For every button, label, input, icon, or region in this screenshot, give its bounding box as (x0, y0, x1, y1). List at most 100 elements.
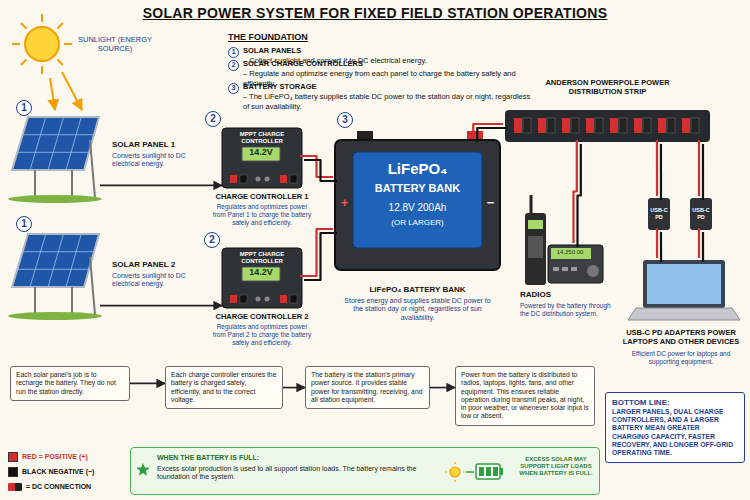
distribution-strip (505, 110, 710, 142)
sun-label: SUNLIGHT (ENERGY SOURCE) (72, 35, 158, 54)
connector-path (702, 144, 704, 200)
legend-text: BLACK NEGATIVE (−) (22, 468, 94, 475)
node-text: Regulates and optimizes power from Panel… (210, 323, 314, 346)
node-text: WHEN THE BATTERY IS FULL: (157, 454, 437, 462)
process-box: Each solar panel's job is to recharge th… (10, 366, 130, 401)
node-text: Powered by the battery through the DC di… (520, 302, 620, 318)
section-heading: THE FOUNDATION (228, 32, 308, 43)
flow-arrow (283, 387, 305, 388)
node-text: Stores energy and supplies stable DC pow… (340, 297, 495, 322)
flow-arrow (100, 185, 222, 186)
item-heading: SOLAR CHARGE CONTROLLERS (243, 59, 532, 69)
legend-text: = DC CONNECTION (26, 483, 91, 490)
battery (335, 131, 500, 270)
power-wire (473, 124, 507, 142)
node-text: 14.250.00 (552, 249, 588, 256)
flow-arrow (130, 383, 165, 384)
node-text: USB-C PD ADAPTERS POWER LAPTOPS AND OTHE… (619, 328, 743, 346)
node-text: ANDERSON POWERPOLE POWER DISTRIBUTION ST… (545, 78, 670, 96)
power-wire (699, 228, 703, 262)
flow-arrow (100, 305, 222, 306)
node-text: − (484, 195, 497, 211)
power-wire (300, 156, 337, 181)
sun (12, 14, 72, 74)
charge-controller (222, 248, 302, 308)
node-text: USB-C PD (649, 207, 669, 220)
power-wire (657, 140, 661, 200)
node-text: SOLAR PANEL 1 (112, 140, 212, 150)
legend-row: BLACK NEGATIVE (−) (8, 464, 94, 479)
connector-path (477, 128, 507, 142)
node-text: Power from the battery is distributed to… (461, 371, 589, 421)
node-text: Each solar panel's job is to recharge th… (16, 371, 124, 396)
callout-number: 1 (228, 47, 239, 58)
connector-path (300, 229, 333, 276)
node-text: LiFePO₄ BATTERY BANK (335, 285, 500, 295)
connector-path (702, 232, 704, 262)
usb-c-adapter: USB-C PD (690, 198, 712, 230)
power-wire (574, 140, 581, 247)
connector-path (283, 387, 305, 389)
foundation-item: BATTERY STORAGE– The LiFePO₄ battery sup… (243, 82, 535, 111)
node-text: Regulates and optimizes power from Panel… (210, 203, 314, 226)
base-radio (548, 245, 603, 283)
node-text: USB-C PD (691, 207, 711, 220)
connector-path (656, 140, 658, 196)
legend-row: = DC CONNECTION (8, 479, 94, 494)
power-wire (300, 229, 337, 280)
node-text: MPPT CHARGE CONTROLLER (224, 251, 300, 265)
callout-number: 3 (337, 112, 353, 128)
node-text: Excess solar production is used to all s… (157, 465, 437, 482)
process-box: Each charge controller ensures the batte… (165, 366, 283, 409)
callout-number: 2 (204, 232, 220, 248)
item-heading: BATTERY STORAGE (243, 82, 532, 92)
sunlight-arrow (50, 72, 82, 110)
callout-number: 1 (16, 216, 32, 232)
solar-panel: SOLAR PANEL 1Converts sunlight to DC ele… (8, 115, 100, 203)
legend-row: RED = POSITIVE (+) (8, 449, 94, 464)
usb-c-adapter: USB-C PD (648, 198, 670, 230)
summary-box: BOTTOM LINE:LARGER PANELS, DUAL CHARGE C… (605, 392, 745, 463)
connector-path (304, 233, 337, 280)
node-text: BOTTOM LINE: (612, 398, 738, 408)
node-text: MPPT CHARGE CONTROLLER (224, 131, 300, 145)
connector-path (100, 305, 222, 307)
node-text: BATTERY BANK (353, 182, 482, 195)
node-text: Converts sunlight to DC electrical energ… (112, 272, 212, 289)
charge-controller: MPPT CHARGE CONTROLLER14.2VCHARGE CONTRO… (222, 248, 302, 308)
connector-path (698, 228, 700, 258)
charge-controller (222, 128, 302, 188)
node-text: Efficient DC power for laptops and suppo… (619, 350, 743, 366)
legend-swatch (8, 467, 18, 477)
dc-connector-icon (8, 483, 22, 491)
flow-arrow (430, 387, 455, 388)
node-text: EXCESS SOLAR MAY SUPPORT LIGHT LOADS WHE… (516, 456, 596, 478)
handheld-radio (525, 195, 546, 285)
usb-c-adapter (648, 198, 712, 230)
connector-path (660, 232, 662, 262)
node-text: (OR LARGER) (353, 218, 482, 228)
item-text: – The LiFePO₄ battery supplies stable DC… (243, 92, 532, 112)
node-text: LARGER PANELS, DUAL CHARGE CONTROLLERS, … (612, 408, 738, 458)
laptop (628, 260, 740, 320)
connector-path (698, 140, 700, 196)
node-text: 14.2V (242, 267, 280, 278)
node-text: 14.2V (242, 147, 280, 158)
power-wire (699, 140, 703, 200)
connector-path (656, 228, 658, 258)
node-text: Each charge controller ensures the batte… (171, 371, 277, 404)
note-box: WHEN THE BATTERY IS FULL: Excess solar pr… (130, 447, 600, 495)
node-text: SOLAR PANEL 2 (112, 260, 212, 270)
solar-panel: SOLAR PANEL 2Converts sunlight to DC ele… (8, 232, 100, 324)
solar-panel (8, 117, 102, 203)
node-text: LiFePO₄ (353, 160, 482, 178)
connector-path (304, 160, 337, 181)
distribution-strip: ANDERSON POWERPOLE POWER DISTRIBUTION ST… (505, 110, 710, 142)
callout-number: 3 (228, 83, 239, 94)
callout-number: 1 (16, 100, 32, 116)
callout-number: 2 (205, 111, 221, 127)
node-text: Converts sunlight to DC electrical energ… (112, 152, 212, 169)
legend-text: RED = POSITIVE (+) (22, 453, 88, 460)
item-heading: SOLAR PANELS (243, 46, 532, 56)
